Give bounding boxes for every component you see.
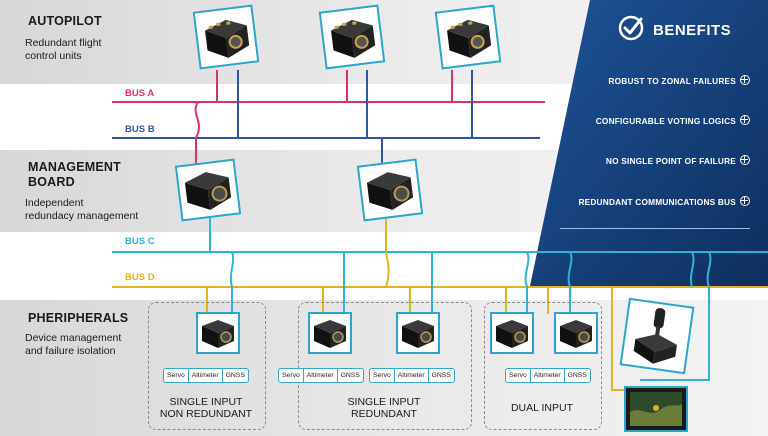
benefit-item: REDUNDANT COMMUNICATIONS BUS — [578, 196, 750, 207]
peripheral-module — [490, 312, 534, 354]
sensor-chip-row: Servo Altimeter GNSS — [369, 368, 455, 383]
management-board-unit — [356, 158, 424, 222]
management-module-icon — [366, 172, 414, 210]
autopilot-desc-line1: Redundant flight — [25, 37, 102, 49]
peripheral-module — [554, 312, 598, 354]
io-module-icon — [496, 320, 528, 348]
benefit-text: CONFIGURABLE VOTING LOGICS — [595, 116, 736, 126]
flight-computer-icon — [205, 19, 250, 58]
globe-icon — [740, 196, 750, 206]
management-board-unit — [174, 158, 242, 222]
autopilot-unit — [318, 4, 386, 70]
map-display-icon — [630, 392, 682, 426]
management-desc-line2: redundacy management — [25, 210, 139, 222]
autopilot-desc-line2: control units — [25, 50, 82, 62]
benefit-text: ROBUST TO ZONAL FAILURES — [608, 76, 736, 86]
autopilot-desc: Redundant flight control units — [25, 37, 101, 63]
gnss-chip: GNSS — [340, 372, 360, 379]
flight-computer-icon — [331, 19, 376, 58]
management-module-icon — [184, 172, 232, 210]
management-desc-line1: Independent — [25, 197, 84, 209]
display-unit — [624, 386, 688, 432]
autopilot-unit — [192, 4, 260, 70]
management-desc: Independent redundacy management — [25, 197, 138, 223]
bus-b-label: BUS B — [125, 124, 155, 135]
benefit-item: NO SINGLE POINT OF FAILURE — [606, 155, 750, 166]
servo-chip: Servo — [164, 369, 189, 382]
peripherals-desc-line1: Device management — [25, 332, 122, 344]
altimeter-chip: Altimeter — [395, 369, 429, 382]
servo-chip: Servo — [279, 369, 304, 382]
io-module-icon — [402, 320, 434, 348]
control-stick-unit — [619, 297, 695, 375]
bus-a-label: BUS A — [125, 88, 155, 99]
group-single-input-redundant — [298, 302, 472, 430]
io-module-icon — [560, 320, 592, 348]
management-title-line1: MANAGEMENT — [28, 160, 121, 174]
management-title: MANAGEMENT BOARD — [28, 160, 121, 190]
sensor-chip-row: Servo Altimeter GNSS — [163, 368, 249, 383]
peripherals-title: PHERIPHERALS — [28, 311, 129, 325]
check-badge-icon — [618, 15, 644, 41]
peripherals-desc: Device management and failure isolation — [25, 332, 121, 358]
group-label-line1: DUAL INPUT — [510, 402, 574, 414]
group-label-line2: NON REDUNDANT — [159, 408, 253, 420]
benefit-item: ROBUST TO ZONAL FAILURES — [608, 75, 750, 86]
io-module-icon — [314, 320, 346, 348]
group-dual-input — [484, 302, 602, 430]
autopilot-title: AUTOPILOT — [28, 14, 102, 28]
benefits-divider — [560, 228, 750, 229]
group-label: SINGLE INPUT REDUNDANT — [298, 396, 470, 420]
gnss-chip: GNSS — [431, 372, 451, 379]
servo-chip: Servo — [370, 369, 395, 382]
peripheral-module — [196, 312, 240, 354]
globe-icon — [740, 155, 750, 165]
group-label-line1: SINGLE INPUT — [347, 396, 421, 408]
globe-icon — [740, 115, 750, 125]
group-label-line1: SINGLE INPUT — [169, 396, 243, 408]
group-label: SINGLE INPUT NON REDUNDANT — [148, 396, 264, 420]
sensor-chip-row: Servo Altimeter GNSS — [505, 368, 591, 383]
benefit-text: NO SINGLE POINT OF FAILURE — [605, 156, 736, 166]
io-module-icon — [202, 320, 234, 348]
autopilot-unit — [434, 4, 502, 70]
globe-icon — [740, 75, 750, 85]
group-label: DUAL INPUT — [484, 402, 600, 414]
group-single-input-non-redundant — [148, 302, 266, 430]
servo-chip: Servo — [506, 369, 531, 382]
altimeter-chip: Altimeter — [189, 369, 223, 382]
group-label-line2: REDUNDANT — [351, 408, 417, 420]
gnss-chip: GNSS — [225, 372, 245, 379]
sensor-chip-row: Servo Altimeter GNSS — [278, 368, 364, 383]
joystick-icon — [633, 308, 677, 364]
bus-c-label: BUS C — [125, 236, 155, 247]
peripherals-desc-line2: and failure isolation — [25, 345, 116, 357]
management-title-line2: BOARD — [28, 175, 75, 189]
gnss-chip: GNSS — [567, 372, 587, 379]
bus-d-label: BUS D — [125, 272, 155, 283]
altimeter-chip: Altimeter — [304, 369, 338, 382]
benefits-title: BENEFITS — [653, 22, 732, 39]
flight-computer-icon — [447, 19, 492, 58]
benefit-item: CONFIGURABLE VOTING LOGICS — [596, 115, 750, 126]
peripheral-module — [308, 312, 352, 354]
peripheral-module — [396, 312, 440, 354]
benefit-text: REDUNDANT COMMUNICATIONS BUS — [578, 197, 736, 207]
altimeter-chip: Altimeter — [531, 369, 565, 382]
